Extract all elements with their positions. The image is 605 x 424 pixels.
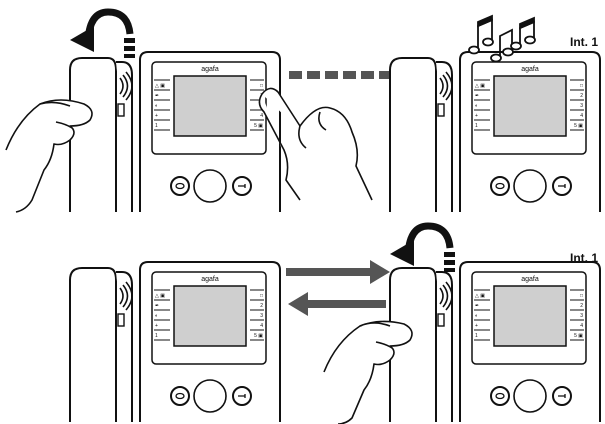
- key-label: △ ▣: [155, 293, 165, 299]
- key-label: 4: [580, 113, 583, 119]
- key-label: ◐: [475, 103, 478, 109]
- panel-top-right: agafa Int. 1 △ ▣ ✒ ◐ + 1 □ 2 3 4 5 ▣: [389, 35, 601, 213]
- panel-top-left: agafa △ ▣ ✒ ◐ + 1 □ 2 3 4 5 ▣: [69, 51, 281, 213]
- finger-pressing-button-icon: [258, 87, 373, 201]
- key-label: □: [580, 83, 583, 89]
- lift-handset-arrow-icon: [390, 222, 455, 272]
- key-label: 5 ▣: [254, 123, 263, 129]
- key-label: 5 ▣: [254, 333, 263, 339]
- two-way-arrow-icon: [286, 260, 390, 316]
- key-label: 3: [260, 313, 263, 319]
- key-label: □: [260, 293, 263, 299]
- panel-bottom-left-left-keys: △ ▣ ✒ ◐ + 1: [155, 293, 165, 339]
- panel-bottom-right: agafa Int. 1 △ ▣ ✒ ◐ + 1 □ 2 3 4 5 ▣: [389, 251, 601, 423]
- hand-lifting-handset-icon: [5, 99, 93, 213]
- key-label: 1: [155, 123, 158, 129]
- key-label: △ ▣: [475, 293, 485, 299]
- key-label: +: [475, 323, 478, 329]
- key-label: 4: [260, 113, 263, 119]
- panel-bottom-right-left-keys: △ ▣ ✒ ◐ + 1: [475, 293, 485, 339]
- key-label: ✒: [475, 93, 479, 99]
- key-label: ✒: [155, 93, 159, 99]
- key-label: 4: [260, 323, 263, 329]
- hand-lifting-handset-icon: [323, 320, 413, 424]
- key-label: ◐: [155, 313, 158, 319]
- key-label: 4: [580, 323, 583, 329]
- key-label: △ ▣: [155, 83, 165, 89]
- key-label: 5 ▣: [574, 333, 583, 339]
- intercom-label: Int. 1: [570, 251, 598, 265]
- brand-label: agafa: [521, 276, 539, 283]
- key-label: +: [155, 323, 158, 329]
- key-label: 3: [580, 103, 583, 109]
- key-label: △ ▣: [475, 83, 485, 89]
- brand-label: agafa: [201, 66, 219, 73]
- key-label: 5 ▣: [574, 123, 583, 129]
- brand-label: agafa: [521, 66, 539, 73]
- key-label: □: [580, 293, 583, 299]
- key-label: +: [155, 113, 158, 119]
- key-label: 1: [475, 333, 478, 339]
- key-label: ◐: [155, 103, 158, 109]
- ringing-notes-icon: [468, 14, 536, 63]
- key-label: ✒: [155, 303, 159, 309]
- lift-handset-arrow-icon: [70, 8, 135, 58]
- key-label: ✒: [475, 303, 479, 309]
- key-label: 2: [580, 303, 583, 309]
- key-label: 2: [260, 303, 263, 309]
- intercom-label: Int. 1: [570, 35, 598, 49]
- panel-top-left-left-keys: △ ▣ ✒ ◐ + 1: [155, 83, 165, 129]
- key-label: 1: [475, 123, 478, 129]
- panel-bottom-left-right-keys: □ 2 3 4 5 ▣: [254, 293, 263, 339]
- key-label: 1: [155, 333, 158, 339]
- panel-bottom-right-right-keys: □ 2 3 4 5 ▣: [574, 293, 583, 339]
- panel-bottom-left: agafa △ ▣ ✒ ◐ + 1 □ 2 3 4 5 ▣: [69, 261, 281, 423]
- brand-label: agafa: [201, 276, 219, 283]
- key-label: 3: [580, 313, 583, 319]
- key-label: □: [260, 83, 263, 89]
- key-label: ◐: [475, 313, 478, 319]
- key-label: 2: [580, 93, 583, 99]
- panel-top-right-left-keys: △ ▣ ✒ ◐ + 1: [475, 83, 485, 129]
- key-label: +: [475, 113, 478, 119]
- panel-top-right-right-keys: □ 2 3 4 5 ▣: [574, 83, 583, 129]
